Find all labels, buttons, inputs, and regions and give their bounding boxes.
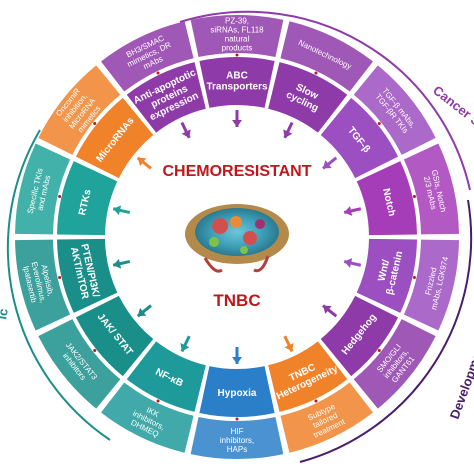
pathway-arrow-head <box>137 307 147 317</box>
arrows-group <box>112 110 362 364</box>
segment-outer-band <box>403 239 459 331</box>
segment-outer-band <box>15 239 71 331</box>
pathway-arrow-head <box>323 160 332 169</box>
segment-outer-band <box>190 416 284 459</box>
segment-inner-label: Hypoxia <box>218 388 257 399</box>
inhibition-marker <box>235 53 239 57</box>
segment-outer-band <box>403 143 459 235</box>
pathway-arrow-head <box>283 129 293 138</box>
pathway-arrow-head <box>232 357 242 364</box>
pathway-arrow-head <box>323 305 332 314</box>
segment-outer-band <box>190 15 284 58</box>
inhibition-marker <box>314 399 318 403</box>
inhibition-marker <box>314 71 318 75</box>
segment-inner-band <box>356 238 417 313</box>
inhibition-marker <box>377 348 381 352</box>
segment-outer-band <box>280 21 373 92</box>
segment-outer-band <box>101 21 194 92</box>
pathway-arrow-head <box>181 129 191 138</box>
pathway-arrow-head <box>113 258 122 269</box>
center-title: CHEMORESISTANT <box>162 163 311 180</box>
segment-inner-band <box>320 295 399 377</box>
inhibition-marker <box>58 275 62 279</box>
segment-inner-band <box>356 161 417 236</box>
left-arc <box>6 129 111 441</box>
cancer-stem-label: Cancer Se <box>430 83 474 134</box>
segment-inner-band <box>199 366 275 417</box>
inhibition-marker <box>412 195 416 199</box>
center-subtitle: TNBC <box>213 291 260 310</box>
inhibition-marker <box>93 122 97 126</box>
pathway-arrow-head <box>284 342 294 352</box>
left-edge-label: ic <box>0 307 11 320</box>
segment-inner-band <box>268 341 348 412</box>
pathway-arrow-head <box>137 157 147 167</box>
pathway-arrow-head <box>344 206 353 216</box>
inhibition-marker <box>235 417 239 421</box>
segment-inner-band <box>199 56 275 108</box>
inhibition-marker <box>58 195 62 199</box>
segment-outer-band <box>353 65 436 155</box>
pathway-arrow-head <box>113 205 122 216</box>
segment-inner-band <box>57 238 118 313</box>
inhibition-marker <box>156 71 160 75</box>
segment-inner-band <box>268 62 348 133</box>
segments-group: Anti-apoptoticproteinsexpressionBH3/SMAC… <box>15 15 459 459</box>
segment-inner-band <box>126 341 206 412</box>
cancer-stem-arc <box>179 10 471 191</box>
pathway-arrow-head <box>180 342 190 352</box>
segment-outer-band <box>280 382 373 453</box>
tumor-illustration <box>185 204 289 273</box>
segment-outer-band <box>101 382 194 453</box>
inhibition-marker <box>412 275 416 279</box>
inhibition-marker <box>93 348 97 352</box>
developmental-arc <box>299 199 473 463</box>
segment-outer-band <box>15 143 71 235</box>
pathway-arrow-head <box>344 258 353 268</box>
inhibition-marker <box>377 122 381 126</box>
segment-outer-band <box>353 319 436 409</box>
inhibition-marker <box>156 399 160 403</box>
pathway-arrow-head <box>232 120 242 127</box>
segment-inner-band <box>75 295 154 377</box>
segment-inner-band <box>320 97 399 179</box>
segment-outer-band <box>38 319 121 409</box>
segment-inner-band <box>75 97 154 179</box>
segment-inner-band <box>126 62 206 133</box>
segment-inner-band <box>57 161 118 236</box>
segment-outer-band <box>38 65 121 155</box>
